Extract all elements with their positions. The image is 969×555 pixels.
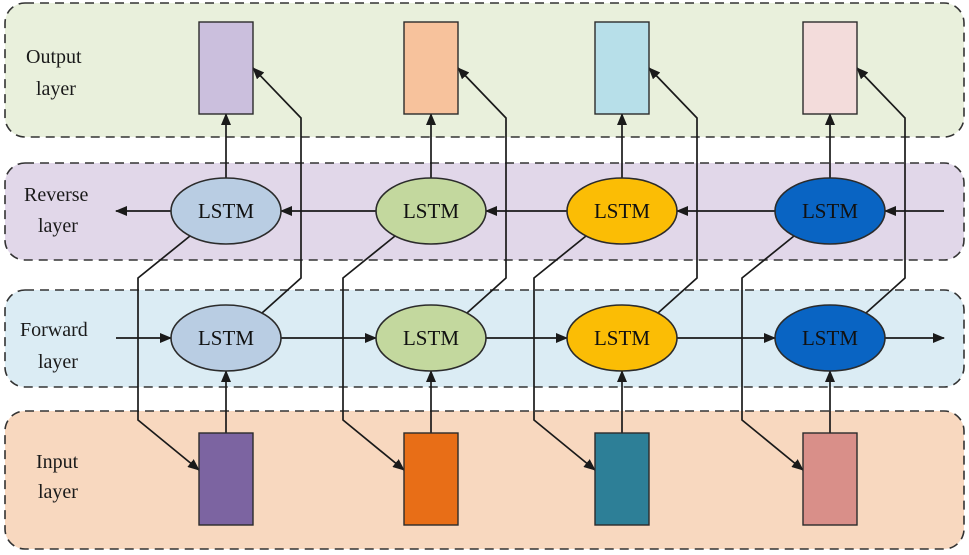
reverse-lstm-label-0: LSTM [198, 199, 254, 223]
output-box-2 [594, 21, 650, 115]
input-box-2 [594, 432, 650, 526]
output-vector-0 [198, 21, 254, 115]
reverse-lstm-ellipse-2 [566, 177, 678, 245]
output-vector-3 [802, 21, 858, 115]
reverse-to-input-arrow-0 [137, 235, 200, 471]
input-vector-3 [802, 432, 858, 526]
forward-lstm-node-0: LSTM [170, 304, 282, 372]
forward-lstm-ellipse-1 [375, 304, 487, 372]
reverse-lstm-ellipse-1 [375, 177, 487, 245]
output-vector-2 [594, 21, 650, 115]
reverse-lstm-label-3: LSTM [802, 199, 858, 223]
forward-to-output-arrow-3 [856, 67, 906, 314]
reverse-lstm-ellipse-3 [774, 177, 886, 245]
forward-lstm-node-1: LSTM [375, 304, 487, 372]
reverse-to-input-arrow-3 [741, 235, 804, 471]
reverse-to-input-arrow-2 [533, 235, 596, 471]
reverse-lstm-ellipse-0 [170, 177, 282, 245]
reverse-lstm-node-1: LSTM [375, 177, 487, 245]
input-box-0 [198, 432, 254, 526]
input-box-1 [403, 432, 459, 526]
forward-layer-label-line1: Forward [20, 319, 88, 341]
forward-lstm-label-3: LSTM [802, 326, 858, 350]
forward-lstm-node-3: LSTM [774, 304, 886, 372]
forward-to-output-arrow-1 [457, 67, 507, 314]
input-vector-2 [594, 432, 650, 526]
input-layer-label-line2: layer [38, 481, 78, 503]
input-vector-0 [198, 432, 254, 526]
input-box-3 [802, 432, 858, 526]
forward-layer-label-line2: layer [38, 351, 78, 373]
connection-arrows [115, 67, 945, 471]
output-layer-label-line2: layer [36, 78, 76, 100]
output-box-3 [802, 21, 858, 115]
forward-lstm-ellipse-0 [170, 304, 282, 372]
reverse-lstm-node-2: LSTM [566, 177, 678, 245]
reverse-to-input-arrow-1 [342, 235, 405, 471]
reverse-lstm-label-2: LSTM [594, 199, 650, 223]
input-layer-label-line1: Input [36, 451, 79, 473]
input-vector-1 [403, 432, 459, 526]
forward-lstm-label-0: LSTM [198, 326, 254, 350]
forward-lstm-ellipse-3 [774, 304, 886, 372]
output-box-1 [403, 21, 459, 115]
forward-lstm-label-2: LSTM [594, 326, 650, 350]
forward-to-output-arrow-0 [252, 67, 302, 314]
forward-lstm-label-1: LSTM [403, 326, 459, 350]
forward-lstm-node-2: LSTM [566, 304, 678, 372]
output-layer-label-line1: Output [26, 46, 82, 68]
forward-to-output-arrow-2 [648, 67, 698, 314]
reverse-lstm-node-3: LSTM [774, 177, 886, 245]
output-vector-1 [403, 21, 459, 115]
reverse-layer-label-line2: layer [38, 215, 78, 237]
output-box-0 [198, 21, 254, 115]
forward-lstm-ellipse-2 [566, 304, 678, 372]
reverse-layer-label-line1: Reverse [24, 184, 89, 206]
reverse-lstm-label-1: LSTM [403, 199, 459, 223]
reverse-lstm-node-0: LSTM [170, 177, 282, 245]
